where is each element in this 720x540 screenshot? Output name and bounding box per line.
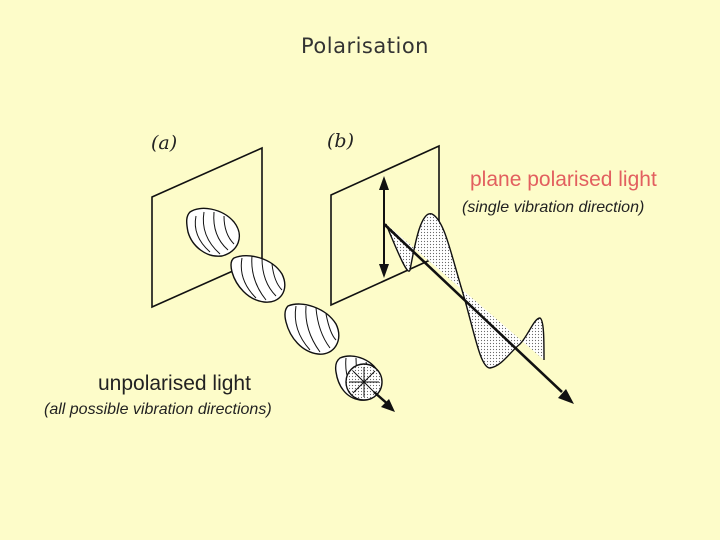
vibration-arrow-down bbox=[379, 264, 389, 278]
slide-title: Polarisation bbox=[301, 34, 429, 58]
propagation-arrow-a bbox=[381, 399, 395, 412]
panel-b-figure bbox=[330, 144, 574, 404]
vibration-directions-icon bbox=[345, 363, 383, 401]
plane-polarised-wave bbox=[385, 213, 545, 369]
plane-polarised-subtitle: (single vibration direction) bbox=[462, 199, 645, 216]
unpolarised-subtitle: (all possible vibration directions) bbox=[44, 401, 272, 418]
panel-a-label: (a) bbox=[151, 132, 178, 154]
unpolarised-title: unpolarised light bbox=[98, 372, 251, 395]
plane-polarised-title: plane polarised light bbox=[470, 168, 657, 191]
panel-a-figure bbox=[151, 146, 395, 412]
panel-b-label: (b) bbox=[327, 130, 354, 152]
vibration-arrow-up bbox=[379, 176, 389, 190]
propagation-arrow-b bbox=[558, 389, 574, 404]
